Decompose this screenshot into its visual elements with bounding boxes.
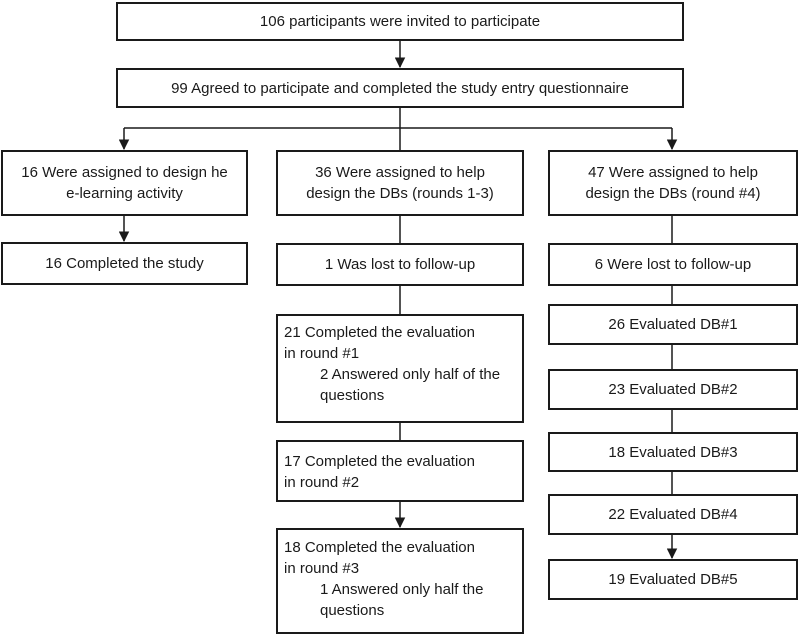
left-assigned-line-2: e-learning activity	[66, 185, 183, 202]
db2-box: 23 Evaluated DB#2	[548, 369, 798, 410]
mid-assigned-line-2: design the DBs (rounds 1-3)	[306, 185, 494, 202]
db1-text: 26 Evaluated DB#1	[608, 316, 738, 333]
db3-box: 18 Evaluated DB#3	[548, 432, 798, 472]
right-assigned-line-1: 47 Were assigned to help	[588, 164, 758, 181]
mid-round1-box: 21 Completed the evaluation in round #1 …	[276, 314, 524, 423]
db5-box: 19 Evaluated DB#5	[548, 559, 798, 600]
db1-box: 26 Evaluated DB#1	[548, 304, 798, 345]
right-lost-box: 6 Were lost to follow-up	[548, 243, 798, 286]
mid-round2-line-1: 17 Completed the evaluation	[284, 453, 475, 470]
db2-text: 23 Evaluated DB#2	[608, 381, 738, 398]
agreed-text: 99 Agreed to participate and completed t…	[171, 79, 629, 97]
left-assigned-box: 16 Were assigned to design he e-learning…	[1, 150, 248, 216]
left-assigned-line-1: 16 Were assigned to design he	[21, 164, 228, 181]
agreed-box: 99 Agreed to participate and completed t…	[116, 68, 684, 108]
mid-assigned-line-1: 36 Were assigned to help	[315, 164, 485, 181]
mid-round3-line-4: questions	[320, 602, 385, 619]
invited-text: 106 participants were invited to partici…	[259, 13, 541, 30]
mid-round3-line-2: in round #3	[284, 560, 360, 577]
mid-round1-line-4: questions	[320, 387, 385, 404]
db4-text: 22 Evaluated DB#4	[608, 506, 738, 523]
mid-round3-box: 18 Completed the evaluation in round #3 …	[276, 528, 524, 634]
mid-round1-line-2: in round #1	[284, 345, 360, 362]
right-lost-text: 6 Were lost to follow-up	[594, 256, 752, 273]
db4-box: 22 Evaluated DB#4	[548, 494, 798, 535]
invited-box: 106 participants were invited to partici…	[116, 2, 684, 41]
mid-round3-line-3: 1 Answered only half the	[320, 581, 484, 598]
right-assigned-box: 47 Were assigned to help design the DBs …	[548, 150, 798, 216]
mid-round1-line-1: 21 Completed the evaluation	[284, 324, 475, 341]
mid-round1-line-3: 2 Answered only half of the	[320, 366, 501, 383]
mid-round2-line-2: in round #2	[284, 474, 360, 491]
db5-text: 19 Evaluated DB#5	[608, 571, 738, 588]
mid-round2-box: 17 Completed the evaluation in round #2	[276, 440, 524, 502]
left-completed-text: 16 Completed the study	[45, 255, 204, 272]
db3-text: 18 Evaluated DB#3	[608, 443, 738, 461]
left-completed-box: 16 Completed the study	[1, 242, 248, 285]
mid-lost-box: 1 Was lost to follow-up	[276, 243, 524, 286]
mid-round3-line-1: 18 Completed the evaluation	[284, 539, 475, 556]
mid-assigned-box: 36 Were assigned to help design the DBs …	[276, 150, 524, 216]
right-assigned-line-2: design the DBs (round #4)	[585, 185, 761, 202]
mid-lost-text: 1 Was lost to follow-up	[324, 256, 476, 273]
